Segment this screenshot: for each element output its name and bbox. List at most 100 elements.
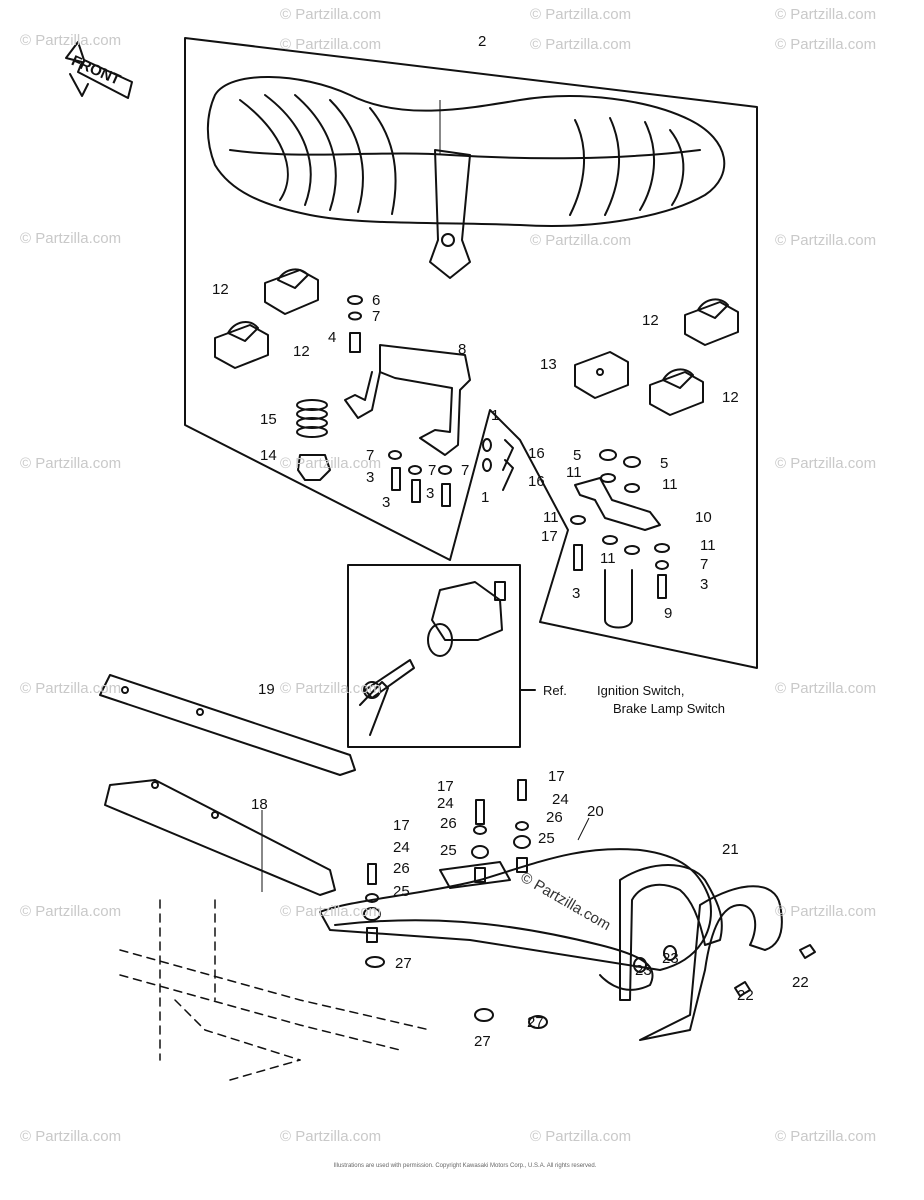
callout: 17 [437, 778, 454, 795]
callout: 16 [528, 473, 545, 490]
callout: 7 [700, 556, 709, 573]
callout: 3 [366, 469, 375, 486]
callout: 5 [660, 455, 669, 472]
callout: 13 [540, 356, 557, 373]
watermark: © Partzilla.com [20, 455, 122, 472]
callout: 27 [395, 955, 412, 972]
bracket-8 [379, 344, 471, 456]
cap-14 [297, 454, 331, 481]
callout: 3 [426, 485, 435, 502]
callout: 18 [251, 796, 268, 813]
watermark: © Partzilla.com [530, 36, 632, 53]
callout: 17 [393, 817, 410, 834]
callout: 7 [428, 462, 437, 479]
tail-cover-20 [319, 848, 712, 971]
damper-12-c [684, 298, 739, 346]
callout: 8 [458, 341, 467, 358]
callout: 20 [587, 803, 604, 820]
callout: 11 [662, 476, 678, 493]
watermark: © Partzilla.com [775, 36, 877, 53]
callout: 11 [566, 464, 582, 481]
callout: 1 [491, 407, 500, 424]
assembly-border [184, 37, 758, 669]
u-bolt [604, 569, 633, 629]
block-13 [574, 351, 629, 399]
callout: 9 [664, 605, 673, 622]
callout: 3 [382, 494, 391, 511]
watermark: © Partzilla.com [280, 455, 382, 472]
bar-18 [104, 779, 336, 896]
callout: 7 [461, 462, 470, 479]
callout: 12 [642, 312, 659, 329]
callout: 22 [792, 974, 809, 991]
callout: 27 [527, 1014, 544, 1031]
watermark: © Partzilla.com [20, 903, 122, 920]
watermark: © Partzilla.com [280, 680, 382, 697]
seat [206, 76, 726, 279]
watermark: © Partzilla.com [280, 36, 382, 53]
ref-line1: Ignition Switch, [597, 683, 685, 698]
watermark: © Partzilla.com [280, 1128, 382, 1145]
callout: 3 [572, 585, 581, 602]
callout: 24 [552, 791, 569, 808]
callout: 22 [737, 987, 754, 1004]
copyright-text: Illustrations are used with permission. … [333, 1163, 597, 1169]
callout: 11 [543, 509, 559, 526]
ref-line2: Brake Lamp Switch [613, 701, 725, 716]
callout: 27 [474, 1033, 491, 1050]
callout: 6 [372, 292, 381, 309]
watermark: © Partzilla.com [280, 6, 382, 23]
callout: 23 [635, 962, 652, 979]
callout: 3 [700, 576, 709, 593]
callout: 16 [528, 445, 545, 462]
callout: 14 [260, 447, 277, 464]
ref-prefix: Ref. [543, 683, 567, 698]
callout: 10 [695, 509, 712, 526]
callout: 26 [546, 809, 563, 826]
watermark: © Partzilla.com [775, 903, 877, 920]
front-arrow [65, 41, 133, 99]
watermark: © Partzilla.com [20, 32, 122, 49]
callout: 25 [538, 830, 555, 847]
damper-12-d [649, 368, 704, 416]
callout: 24 [393, 839, 410, 856]
callout: 25 [393, 883, 410, 900]
watermark: © Partzilla.com [530, 232, 632, 249]
callout: 25 [440, 842, 457, 859]
callout: 11 [700, 537, 716, 554]
watermark: © Partzilla.com [20, 230, 122, 247]
bar-19 [99, 674, 356, 776]
damper-12-a [264, 268, 319, 315]
watermark: © Partzilla.com [20, 1128, 122, 1145]
watermark: © Partzilla.com [530, 6, 632, 23]
ignition-box [347, 564, 521, 748]
watermark: © Partzilla.com [280, 903, 382, 920]
watermark: © Partzilla.com [530, 1128, 632, 1145]
callout: 7 [366, 447, 375, 464]
callout: 26 [393, 860, 410, 877]
watermark: © Partzilla.com [775, 680, 877, 697]
callout: 7 [372, 308, 381, 325]
callout: 1 [481, 489, 490, 506]
grab-rail-21 [619, 864, 723, 1001]
watermark: © Partzilla.com [20, 680, 122, 697]
callout: 26 [440, 815, 457, 832]
callout: 17 [548, 768, 565, 785]
callout: 2 [478, 33, 487, 50]
callout: 5 [573, 447, 582, 464]
callout: 21 [722, 841, 739, 858]
damper-12-b [214, 321, 269, 369]
callout: 15 [260, 411, 277, 428]
watermark: © Partzilla.com [775, 455, 877, 472]
frame [119, 899, 431, 1081]
callout: 19 [258, 681, 275, 698]
spring-15 [296, 399, 328, 438]
callout: 12 [212, 281, 229, 298]
callout: 11 [600, 550, 616, 567]
callout: 4 [328, 329, 337, 346]
watermark: © Partzilla.com [775, 232, 877, 249]
callout: 24 [437, 795, 454, 812]
bracket-10 [574, 477, 661, 531]
callout: 12 [722, 389, 739, 406]
